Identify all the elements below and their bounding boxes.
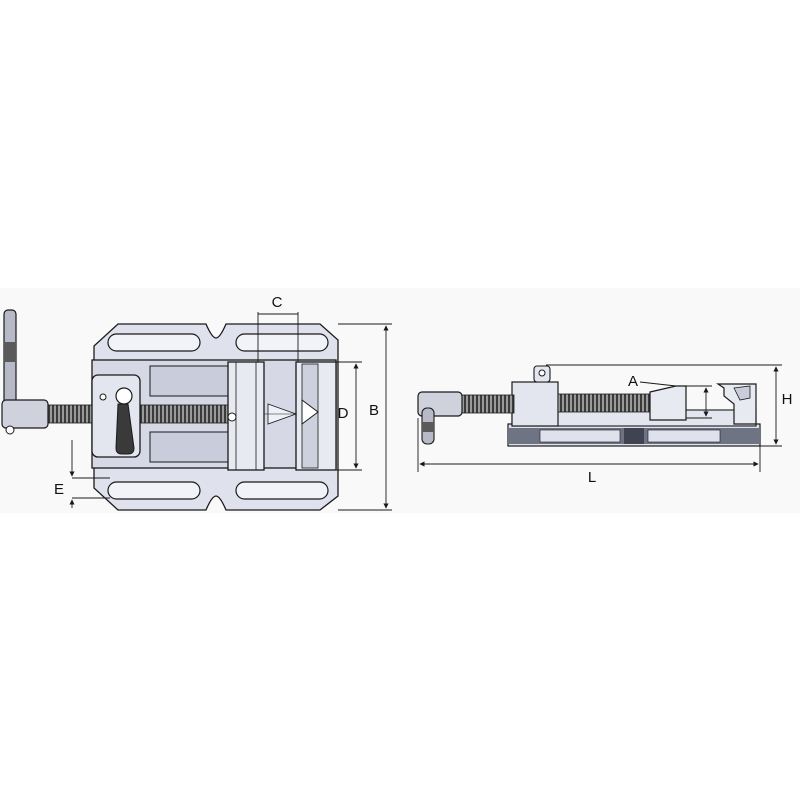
lever-pivot — [115, 387, 133, 405]
slide-way — [149, 431, 229, 463]
side-view-dimensions — [417, 364, 782, 472]
top-view-dimensions — [69, 312, 392, 511]
handle-hub — [1, 399, 49, 429]
handle-grip — [4, 342, 16, 362]
handle-pin — [5, 425, 15, 435]
bolt-head — [99, 393, 107, 401]
label-c: C — [272, 294, 283, 311]
top-view — [1, 309, 339, 511]
side-view — [417, 365, 761, 447]
label-e: E — [54, 481, 64, 498]
side-movable-jaw — [649, 385, 687, 421]
label-b: B — [369, 402, 379, 419]
slide-way — [149, 365, 229, 397]
mounting-slot — [107, 333, 201, 352]
label-h: H — [782, 391, 793, 408]
label-d: D — [338, 405, 349, 422]
side-end-block — [511, 381, 559, 427]
v-groove — [301, 399, 319, 425]
mounting-slot — [235, 481, 329, 500]
side-lead-screw — [459, 394, 515, 414]
lock-lever — [115, 403, 135, 455]
label-a: A — [628, 373, 638, 390]
screw-nut — [227, 412, 237, 422]
mounting-slot — [235, 333, 329, 352]
mounting-slot — [107, 481, 201, 500]
label-l: L — [588, 469, 596, 486]
